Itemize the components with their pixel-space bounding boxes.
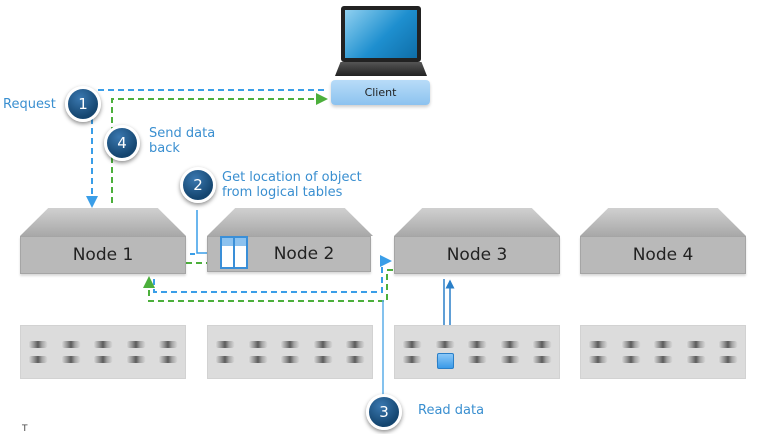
step-4-label: Send data back xyxy=(149,126,215,156)
step-4-label-line1: Send data xyxy=(149,126,216,141)
disk-icon xyxy=(60,341,81,348)
disk-icon xyxy=(620,341,641,348)
node-2-label: Node 2 xyxy=(273,244,335,264)
step-1-badge: 1 xyxy=(65,86,101,122)
node3-to-node1-path xyxy=(143,269,393,302)
disk-icon xyxy=(653,341,673,348)
disk-icon xyxy=(280,356,300,363)
disk-icon xyxy=(125,356,146,363)
disk-icon xyxy=(653,356,673,363)
node-1-top xyxy=(20,208,186,236)
step-2-badge: 2 xyxy=(180,167,216,203)
disk-icon xyxy=(345,341,365,348)
disk-icon xyxy=(402,356,422,363)
disk-icon xyxy=(620,356,641,363)
node-4-label: Node 4 xyxy=(632,245,694,265)
node-4[interactable]: Node 4 xyxy=(580,236,746,274)
step-4-label-line2: back xyxy=(149,141,180,156)
disk-icon xyxy=(685,356,706,363)
disk-icon xyxy=(499,341,520,348)
disk-icon xyxy=(588,356,608,363)
node1-to-node3-path xyxy=(153,255,392,293)
disk-icon xyxy=(588,341,608,348)
disk-icon xyxy=(93,341,113,348)
step-3-label: Read data xyxy=(418,403,485,418)
disk-icon xyxy=(312,356,333,363)
disk-icon xyxy=(467,341,487,348)
node-3[interactable]: Node 3 xyxy=(394,236,560,274)
disk-icon xyxy=(28,356,48,363)
disk-icon xyxy=(247,356,268,363)
node-2-top xyxy=(207,208,373,236)
step-3-number: 3 xyxy=(379,403,389,421)
disk-rack-1 xyxy=(20,325,186,379)
disk-icon xyxy=(280,341,300,348)
disk-rack-3 xyxy=(394,325,560,379)
node-3-label: Node 3 xyxy=(446,245,508,265)
node-1-label: Node 1 xyxy=(72,245,134,265)
disk-icon xyxy=(718,356,738,363)
disk-icon xyxy=(93,356,113,363)
disk-icon xyxy=(467,356,487,363)
disk-icon xyxy=(312,341,333,348)
disk-icon xyxy=(532,341,552,348)
node-1[interactable]: Node 1 xyxy=(20,236,186,274)
disk-icon xyxy=(685,341,706,348)
disk-icon xyxy=(718,341,738,348)
step-3-badge: 3 xyxy=(366,394,402,430)
disk-icon xyxy=(28,341,48,348)
disk-icon xyxy=(402,341,422,348)
logical-table-icon xyxy=(220,236,248,269)
step-4-number: 4 xyxy=(117,134,127,152)
step-2-label-line2: from logical tables xyxy=(222,185,343,200)
node-4-top xyxy=(580,208,746,236)
disk-icon xyxy=(532,356,552,363)
disk-icon xyxy=(215,356,235,363)
step-2-label-line1: Get location of object xyxy=(222,170,362,185)
laptop-icon xyxy=(335,6,427,78)
footer-mark: T xyxy=(22,424,28,434)
step-4-badge: 4 xyxy=(104,125,140,161)
step-2-label: Get location of object from logical tabl… xyxy=(222,170,362,200)
disk-icon xyxy=(60,356,81,363)
node-3-top xyxy=(394,208,560,236)
step-1-label: Request xyxy=(3,97,56,112)
disk-rack-4 xyxy=(580,325,746,379)
disk-icon xyxy=(499,356,520,363)
disk-icon xyxy=(434,341,455,348)
client-box[interactable]: Client xyxy=(331,80,430,105)
response-path xyxy=(111,93,328,203)
target-data-block[interactable] xyxy=(437,353,454,369)
disk-icon xyxy=(158,356,178,363)
disk-icon xyxy=(125,341,146,348)
disk-rack-2 xyxy=(207,325,373,379)
step-2-number: 2 xyxy=(193,176,203,194)
disk-icon xyxy=(215,341,235,348)
client-label: Client xyxy=(364,86,397,99)
disk-icon xyxy=(158,341,178,348)
disk-icon xyxy=(345,356,365,363)
step-1-number: 1 xyxy=(78,95,88,113)
disk-icon xyxy=(247,341,268,348)
